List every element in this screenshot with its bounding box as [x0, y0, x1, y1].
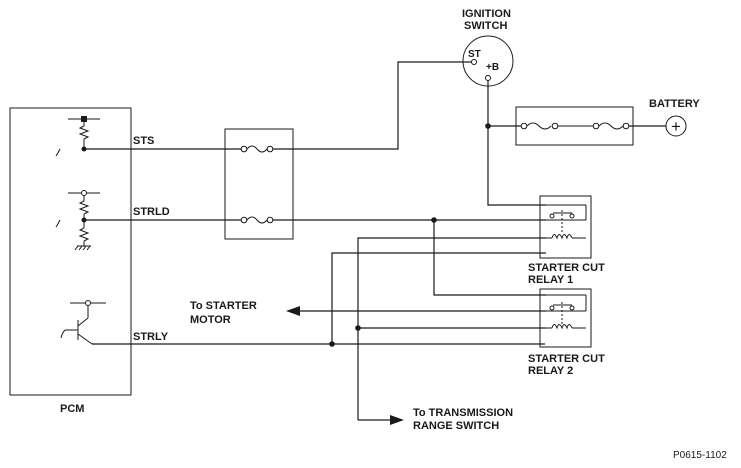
relay2-label-2: RELAY 2 [528, 365, 573, 377]
battery-plus-icon: + [671, 117, 681, 136]
fuse-battery-2 [598, 122, 624, 130]
fuse-sts [246, 145, 268, 153]
pcm-strly-transistor [60, 300, 106, 345]
relay2-box [539, 288, 592, 348]
relay2-coil-junction [355, 325, 361, 331]
battery-fuse-box [515, 106, 634, 146]
starter-motor-arrow-icon [286, 306, 300, 316]
figure-id: P0615-1102 [673, 450, 727, 461]
to-trans-label-2: RANGE SWITCH [413, 420, 499, 432]
starter-cut-relay-1 [539, 195, 592, 259]
ignition-b-wire [487, 81, 546, 206]
battery-terminal-circle [665, 115, 687, 137]
ignition-switch-label-2: SWITCH [464, 20, 507, 32]
relay1-coil [551, 234, 573, 240]
relay2-coil [551, 324, 573, 330]
pcm-strld-circuit [55, 190, 100, 251]
fuse-battery-1 [526, 122, 552, 130]
starter-cut-relay-2 [539, 288, 592, 348]
relay1-label-2: RELAY 1 [528, 274, 573, 286]
strly-junction [329, 341, 335, 347]
strld-to-relay2-wire [433, 220, 546, 296]
strly-label: STRLY [133, 331, 169, 343]
fuse-block-box [224, 128, 294, 240]
relay1-label-1: STARTER CUT [528, 262, 605, 274]
pcm-box [9, 107, 132, 396]
ignition-b-label: +B [486, 62, 499, 73]
battery-label: BATTERY [649, 98, 700, 110]
pcm-label: PCM [60, 403, 84, 415]
to-trans-label-1: To TRANSMISSION [413, 407, 513, 419]
relay1-coil-wire [357, 237, 546, 420]
fuse-strld [246, 216, 268, 224]
relay2-label-1: STARTER CUT [528, 353, 605, 365]
trans-range-arrow-icon [390, 415, 404, 425]
relay1-box [539, 195, 592, 259]
to-starter-label-1: To STARTER [190, 300, 257, 312]
ignition-switch: ST +B IGNITION SWITCH [462, 8, 514, 87]
ignition-switch-label-1: IGNITION [462, 8, 511, 20]
to-starter-label-2: MOTOR [190, 314, 231, 326]
strld-label: STRLD [133, 206, 170, 218]
fuse-block [224, 128, 294, 240]
relay1-output-wire [331, 252, 546, 344]
sts-label: STS [133, 135, 154, 147]
pcm-module: PCM [9, 107, 132, 415]
ignition-st-label: ST [468, 49, 481, 60]
sts-to-ignition-wire [273, 61, 473, 150]
pcm-sts-circuit [55, 116, 100, 157]
battery-terminal: + [665, 115, 687, 137]
